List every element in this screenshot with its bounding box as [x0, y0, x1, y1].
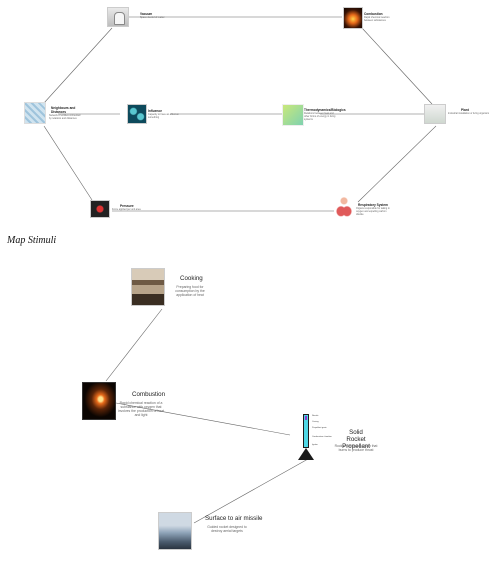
map-panel-bottom: Cooking Preparing food for consumption b… — [0, 250, 501, 571]
node-desc: Space devoid of matter — [140, 16, 165, 19]
rocket-label: Combustion chamber — [312, 436, 332, 438]
vacuum-chamber-image — [107, 7, 129, 27]
bottom-edges — [105, 308, 309, 524]
lungs-image — [334, 197, 354, 223]
node-desc: Preparing food for consumption by the ap… — [175, 285, 205, 297]
node-desc: Industrial installation or living organi… — [448, 112, 490, 115]
edge-combustion-plant — [361, 27, 433, 105]
edge-cooking-combustion — [105, 308, 163, 382]
node-desc: Network of entities connected by relatio… — [49, 114, 81, 120]
rocket-label: Casing — [312, 421, 319, 423]
pressure-image — [90, 200, 110, 218]
node-title: Influence — [148, 109, 162, 113]
node-title: Pressure — [120, 204, 134, 208]
cooking-image — [131, 268, 165, 306]
cells-image — [127, 104, 147, 124]
node-desc: Capacity to have an effect on something — [148, 113, 179, 119]
node-title: Surface to air missile — [205, 515, 263, 522]
node-title: Plant — [461, 108, 469, 112]
node-title: Solid Rocket Propellant — [342, 429, 370, 451]
node-desc: Guided rocket designed to destroy aerial… — [207, 525, 247, 533]
match-flame-image — [82, 382, 116, 420]
node-desc: Rocket fuel in solid form that burns to … — [334, 444, 378, 452]
node-desc: Force applied per unit area — [112, 208, 141, 211]
rocket-label: Igniter — [312, 444, 318, 446]
flame-image — [343, 7, 363, 29]
node-title: Thermodynamics/Biologics — [304, 108, 346, 112]
rocket-label: Propellant grain — [312, 427, 327, 429]
edge-combustion-propellant — [115, 402, 291, 436]
edge-neighbors-pressure — [43, 125, 93, 201]
rocket-label: Nozzle — [312, 415, 319, 417]
node-title: Vacuum — [140, 12, 153, 16]
top-edges — [43, 16, 437, 212]
plant-image — [424, 104, 446, 124]
node-title: Respiratory System — [358, 203, 388, 207]
map-panel-top: Vacuum Space devoid of matter Combustion… — [0, 0, 501, 232]
edge-vacuum-neighbors — [43, 27, 113, 104]
node-desc: Rapid chemical reaction between substanc… — [364, 16, 390, 22]
node-desc: Organs responsible for taking in oxygen … — [356, 207, 390, 216]
rocket-motor-image: Nozzle Casing Propellant grain Combustio… — [293, 414, 332, 464]
figure-caption: Map Stimuli — [7, 235, 57, 246]
node-desc: Rapid chemical reaction of a substance w… — [118, 401, 164, 417]
edge-plant-respiratory — [357, 125, 437, 203]
node-title: Cooking — [180, 275, 203, 282]
node-title: Neighbours and Distances — [51, 106, 76, 114]
edge-propellant-missile — [193, 458, 309, 524]
missile-launch-image — [158, 512, 192, 550]
biology-diagram-image — [282, 104, 304, 126]
molecule-cube-image — [24, 102, 46, 124]
node-title: Combustion — [132, 391, 166, 398]
node-desc: Relations between heat and other forms o… — [304, 112, 336, 121]
node-title: Combustion — [364, 12, 383, 16]
